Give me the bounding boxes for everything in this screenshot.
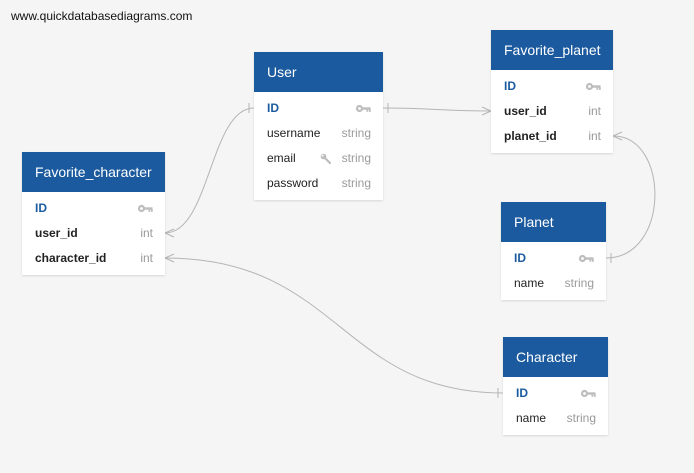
column-type: string (566, 411, 596, 425)
column-type: int (588, 104, 601, 118)
column-name: username (267, 126, 321, 140)
column-name: email (267, 151, 296, 165)
relationship-favplanet-user (382, 107, 492, 112)
column-row[interactable]: user_id int (22, 221, 165, 246)
table-title[interactable]: Planet (501, 202, 606, 242)
column-name: character_id (35, 251, 107, 265)
crowfoot-favplanet-planet (612, 131, 623, 141)
column-row[interactable]: username string (254, 121, 383, 146)
column-name: user_id (504, 104, 547, 118)
column-type: string (341, 176, 371, 190)
table-title[interactable]: Character (503, 337, 608, 377)
table-user[interactable]: User ID username string email string pas… (254, 52, 383, 200)
key-icon (585, 82, 601, 91)
column-name: ID (267, 101, 279, 115)
column-row[interactable]: name string (501, 271, 606, 296)
crowfoot-favplanet-user (481, 106, 492, 116)
table-favorite-planet[interactable]: Favorite_planet ID user_id int planet_id… (491, 30, 613, 153)
table-character[interactable]: Character ID name string (503, 337, 608, 435)
column-name: name (516, 411, 547, 425)
column-type: int (140, 251, 153, 265)
column-type: int (140, 226, 153, 240)
column-type: string (341, 151, 371, 165)
column-row[interactable]: name string (503, 406, 608, 431)
column-type: int (588, 129, 601, 143)
column-name: user_id (35, 226, 78, 240)
column-row[interactable]: ID (491, 74, 613, 99)
key-icon (580, 389, 596, 398)
column-row[interactable]: ID (22, 196, 165, 221)
table-title[interactable]: Favorite_character (22, 152, 165, 192)
column-row[interactable]: user_id int (491, 99, 613, 124)
column-name: ID (516, 386, 528, 400)
table-planet[interactable]: Planet ID name string (501, 202, 606, 300)
column-name: ID (514, 251, 526, 265)
table-title[interactable]: User (254, 52, 383, 92)
column-type: string (564, 276, 594, 290)
column-row[interactable]: character_id int (22, 246, 165, 271)
relationship-favchar-user (164, 107, 255, 234)
relationship-favplanet-planet (605, 135, 656, 259)
crowfoot-favchar-character (164, 253, 175, 263)
table-favorite-character[interactable]: Favorite_character ID user_id int charac… (22, 152, 165, 275)
column-name: ID (35, 201, 47, 215)
column-name: planet_id (504, 129, 557, 143)
watermark-link[interactable]: www.quickdatabasediagrams.com (11, 9, 193, 23)
column-row[interactable]: email string (254, 146, 383, 171)
unique-wrench-icon (320, 153, 331, 164)
column-row[interactable]: planet_id int (491, 124, 613, 149)
crowfoot-favchar-user (164, 228, 175, 238)
column-name: ID (504, 79, 516, 93)
column-row[interactable]: ID (254, 96, 383, 121)
column-name: password (267, 176, 319, 190)
column-row[interactable]: ID (501, 246, 606, 271)
table-title[interactable]: Favorite_planet (491, 30, 613, 70)
key-icon (137, 204, 153, 213)
key-icon (578, 254, 594, 263)
column-row[interactable]: ID (503, 381, 608, 406)
column-type: string (341, 126, 371, 140)
key-icon (355, 104, 371, 113)
column-row[interactable]: password string (254, 171, 383, 196)
column-name: name (514, 276, 545, 290)
relationship-favchar-character (164, 257, 504, 394)
